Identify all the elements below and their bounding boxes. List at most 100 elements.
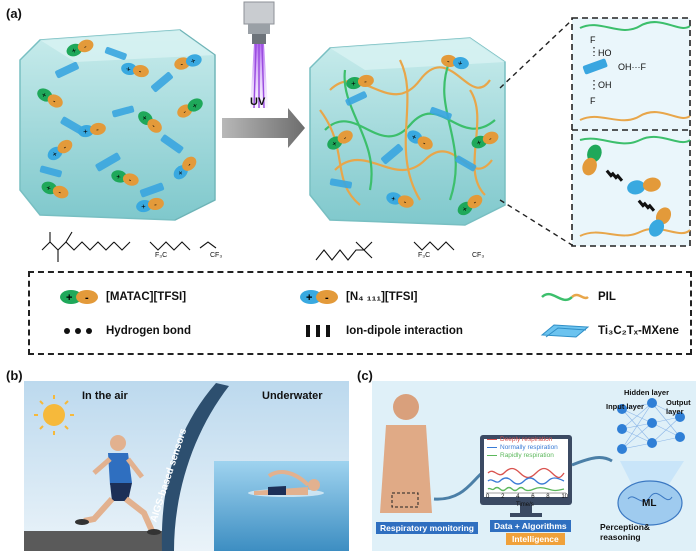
- svg-text:-: -: [138, 67, 143, 76]
- legend-hbond-label: Hydrogen bond: [106, 325, 191, 337]
- legend-box: +- [MATAC][TFSI] +- [N₄ ₁₁₁][TFSI] PIL H…: [28, 271, 692, 355]
- legend-iondipole: Ion-dipole interaction: [300, 323, 463, 339]
- n4111-cf3-right: CF₃: [472, 252, 485, 259]
- svg-text:-: -: [403, 197, 408, 206]
- svg-text:-: -: [51, 97, 58, 106]
- svg-text:-: -: [128, 175, 133, 184]
- n4111-ion-icon: +-: [300, 290, 338, 304]
- svg-text:-: -: [61, 143, 69, 152]
- matac-structure: [41, 231, 217, 262]
- n4111-structure: [315, 241, 455, 261]
- svg-text:-: -: [95, 125, 100, 134]
- process-arrow: [222, 108, 305, 148]
- underwater-label: Underwater: [262, 390, 323, 402]
- svg-text:+: +: [66, 292, 72, 304]
- chart-legend-rapid: Rapidly respiration: [487, 452, 554, 459]
- legend-matac: +- [MATAC][TFSI]: [60, 289, 186, 305]
- hidden-layer-label: Hidden layer: [624, 388, 670, 397]
- mxene-flake-icon: [540, 324, 590, 338]
- monitor: [480, 435, 572, 517]
- pil-chain-icon: [541, 292, 589, 302]
- inset-box: [571, 17, 691, 247]
- panel-a-label: (a): [6, 6, 22, 21]
- x-tick-8: 8: [546, 494, 550, 500]
- svg-text:+: +: [140, 202, 146, 212]
- x-tick-0: 0: [486, 494, 490, 500]
- svg-text:-: -: [341, 133, 348, 142]
- sun-icon: [34, 395, 74, 435]
- svg-text:-: -: [471, 198, 479, 207]
- ml-label: ML: [642, 498, 657, 509]
- svg-text:+: +: [125, 64, 131, 74]
- legend-pil: PIL: [540, 289, 616, 305]
- x-tick-2: 2: [501, 494, 505, 500]
- data-algorithms-label: Data + Algorithms: [490, 520, 571, 532]
- svg-text:+: +: [460, 204, 469, 214]
- inset-ho: HO: [598, 48, 612, 58]
- ion-pairs-right: +- -+ +- +- +- +- +-: [327, 54, 499, 216]
- uv-label: UV: [250, 96, 266, 108]
- svg-text:+: +: [50, 149, 59, 159]
- panel-a-graphic: +- +- -+ +- +- +- -+ +- +- +- +- +-: [19, 1, 691, 262]
- inset-f-bottom: F: [590, 96, 596, 106]
- svg-text:-: -: [85, 292, 89, 304]
- matac-ion-icon: +-: [60, 290, 98, 304]
- svg-text:-: -: [150, 122, 158, 131]
- svg-text:+: +: [45, 183, 53, 193]
- svg-text:-: -: [325, 292, 329, 304]
- intelligence-label: Intelligence: [506, 533, 565, 545]
- svg-text:-: -: [153, 200, 158, 209]
- svg-text:+: +: [475, 138, 483, 148]
- chart-legend-normal: Normally respiration: [487, 444, 558, 451]
- panel-b-graphic: [24, 381, 349, 551]
- legend-mxene: Ti₃C₂Tₓ-MXene: [540, 321, 679, 341]
- ion-pairs-left: +- +- -+ +- +- +- -+ +- +- +- +- +-: [37, 39, 203, 213]
- svg-text:+: +: [82, 127, 88, 137]
- matac-cf3-right: CF₃: [210, 252, 223, 259]
- ion-dipole-icon: [306, 325, 330, 337]
- inset-f-top: F: [590, 35, 596, 45]
- svg-text:-: -: [363, 77, 368, 86]
- panel-b-label: (b): [6, 368, 23, 383]
- svg-text:+: +: [70, 46, 78, 56]
- mxene-flakes-right: [329, 91, 477, 189]
- panel-c-label: (c): [357, 368, 373, 383]
- x-tick-10: 10: [561, 494, 568, 500]
- svg-text:+: +: [306, 292, 312, 304]
- legend-mxene-label: Ti₃C₂Tₓ-MXene: [598, 325, 679, 337]
- svg-text:+: +: [115, 172, 122, 182]
- legend-normal-label: Normally respiration: [500, 444, 558, 451]
- inset-oh-f: OH···F: [618, 62, 646, 72]
- svg-text:+: +: [330, 139, 339, 149]
- svg-text:-: -: [421, 139, 428, 148]
- mxene-flakes-left: [39, 46, 184, 198]
- swimmer-figure: [248, 470, 324, 497]
- brain-icon: [617, 480, 683, 526]
- n4111-cf3-left: F₃C: [418, 252, 431, 259]
- output-layer-label: Output layer: [666, 398, 691, 416]
- x-axis-ticks: 0 2 4 6 8 10: [486, 494, 568, 500]
- svg-text:+: +: [350, 79, 356, 89]
- svg-text:-: -: [446, 57, 451, 66]
- svg-text:+: +: [176, 168, 186, 178]
- flow-arrow-2: [571, 456, 613, 467]
- flow-arrow: [433, 471, 483, 501]
- hydrogen-bond-icon: [64, 328, 92, 334]
- svg-text:-: -: [179, 59, 184, 68]
- svg-text:+: +: [390, 194, 397, 204]
- input-layer-label: Input layer: [606, 402, 644, 411]
- svg-text:-: -: [181, 107, 188, 116]
- svg-text:+: +: [191, 101, 200, 111]
- perception-label: Perception& reasoning: [600, 522, 651, 542]
- x-tick-4: 4: [516, 494, 520, 500]
- legend-n4111-label: [N₄ ₁₁₁][TFSI]: [346, 291, 418, 303]
- legend-matac-label: [MATAC][TFSI]: [106, 291, 187, 303]
- x-tick-6: 6: [531, 494, 535, 500]
- svg-text:+: +: [40, 90, 49, 100]
- legend-iondipole-label: Ion-dipole interaction: [346, 325, 463, 337]
- neural-network: [617, 398, 685, 454]
- legend-rapid-label: Rapidly respiration: [500, 452, 554, 459]
- svg-text:+: +: [457, 59, 463, 69]
- sensor-band: [161, 383, 229, 551]
- runner-figure: [75, 435, 161, 535]
